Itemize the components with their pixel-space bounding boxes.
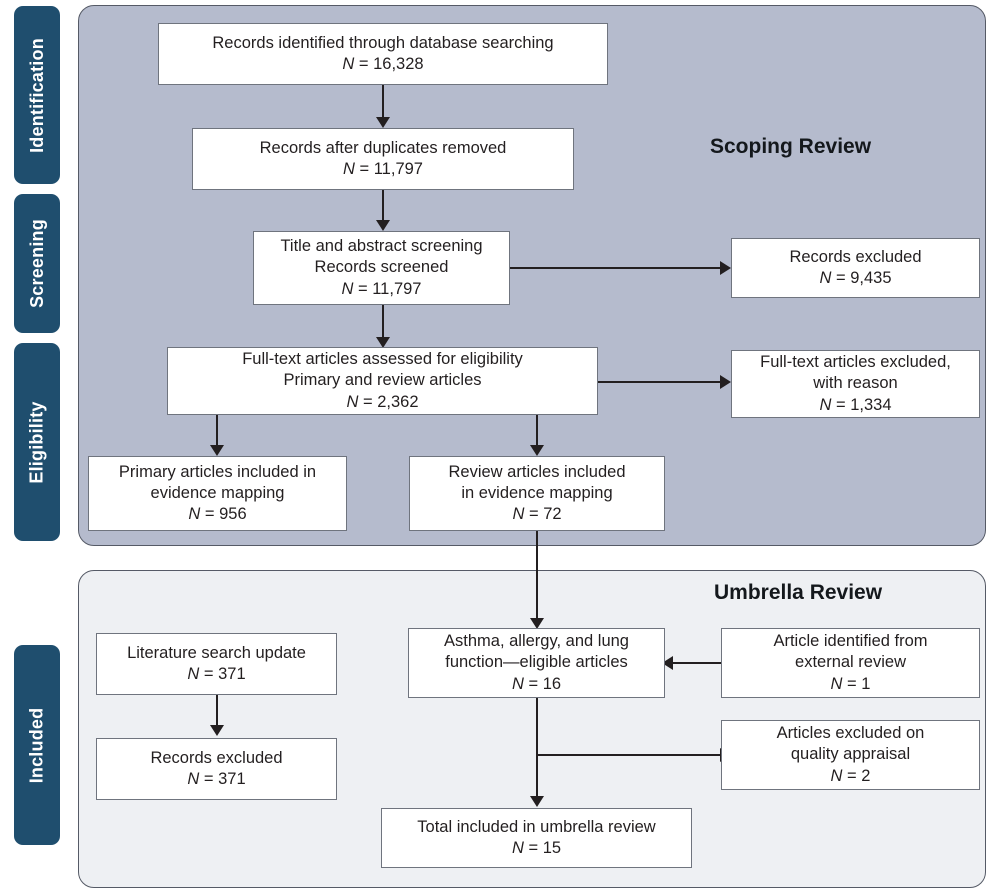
box-fulltext-excluded-n: N = 1,334 [819,395,892,414]
arrowhead-asthma-to-total [530,796,544,807]
box-literature-update: Literature search update N = 371 [96,633,337,695]
box-records-after-duplicates-line-0: Records after duplicates removed [259,138,507,157]
box-title-abstract-screening-line-0: Title and abstract screening [280,237,483,256]
arrowhead-screening-to-fulltext [376,337,390,348]
box-review-included-line-0: Review articles included [448,462,626,481]
box-excluded-quality-line-1: quality appraisal [790,745,911,764]
box-review-included: Review articles included in evidence map… [409,456,665,531]
connector-fulltext-to-review [536,415,538,447]
connector-duplicates-to-screening [382,190,384,222]
box-fulltext-excluded: Full-text articles excluded, with reason… [731,350,980,418]
connector-fulltext-to-excluded [598,381,722,383]
box-records-excluded-screening-line-0: Records excluded [789,247,922,266]
box-literature-update-line-0: Literature search update [127,643,306,662]
box-title-abstract-screening: Title and abstract screening Records scr… [253,231,510,305]
phase-tab-eligibility: Eligibility [14,343,60,541]
box-fulltext-assessed-line-0: Full-text articles assessed for eligibil… [242,350,523,369]
connector-screening-to-fulltext [382,305,384,339]
arrowhead-review-to-asthma [530,618,544,629]
arrowhead-fulltext-to-review [530,445,544,456]
box-records-excluded-update-n: N = 371 [187,770,246,788]
box-records-excluded-update: Records excluded N = 371 [96,738,337,800]
arrowhead-identified-to-duplicates [376,117,390,128]
box-primary-included-n: N = 956 [188,505,247,524]
arrowhead-fulltext-to-primary [210,445,224,456]
box-records-identified: Records identified through database sear… [158,23,608,85]
box-asthma-eligible-line-1: function—eligible articles [445,653,628,672]
connector-external-to-asthma [673,662,721,664]
connector-asthma-to-quality-excluded [537,754,722,756]
box-article-external-line-1: external review [795,653,906,672]
box-records-after-duplicates: Records after duplicates removed N = 11,… [192,128,574,190]
box-records-after-duplicates-n: N = 11,797 [343,160,423,178]
box-fulltext-excluded-line-1: with reason [813,374,898,393]
box-primary-included: Primary articles included in evidence ma… [88,456,347,531]
box-fulltext-excluded-line-0: Full-text articles excluded, [760,353,951,372]
box-fulltext-assessed: Full-text articles assessed for eligibil… [167,347,598,415]
box-article-external-line-0: Article identified from [773,632,928,651]
box-records-identified-n: N = 16,328 [342,55,424,73]
box-asthma-eligible-n: N = 16 [511,674,562,693]
box-asthma-eligible: Asthma, allergy, and lung function—eligi… [408,628,665,698]
connector-review-to-asthma [536,531,538,626]
panel-umbrella-review-title: Umbrella Review [714,581,883,604]
box-title-abstract-screening-line-1: Records screened [314,258,449,277]
box-title-abstract-screening-n: N = 11,797 [341,279,422,298]
box-excluded-quality-n: N = 2 [830,766,871,785]
connector-fulltext-to-primary [216,415,218,447]
box-total-included-n: N = 15 [511,839,562,857]
phase-tab-screening-label: Screening [26,219,47,308]
box-records-excluded-update-line-0: Records excluded [150,748,283,767]
box-total-included: Total included in umbrella review N = 15 [381,808,692,868]
arrowhead-update-to-excluded [210,725,224,736]
box-excluded-quality-line-0: Articles excluded on [776,724,925,743]
box-records-excluded-screening: Records excluded N = 9,435 [731,238,980,298]
arrowhead-fulltext-to-excluded [720,375,731,389]
box-review-included-line-1: in evidence mapping [461,483,613,502]
box-article-external-n: N = 1 [830,674,871,693]
phase-tab-included: Included [14,645,60,845]
connector-update-to-excluded [216,695,218,727]
phase-tab-eligibility-label: Eligibility [26,400,47,484]
box-fulltext-assessed-n: N = 2,362 [346,392,419,411]
box-fulltext-assessed-line-1: Primary and review articles [283,371,482,390]
connector-asthma-to-total [536,698,538,803]
connector-screening-to-excluded [510,267,722,269]
box-review-included-n: N = 72 [512,505,562,524]
box-records-excluded-screening-n: N = 9,435 [819,269,892,287]
box-literature-update-n: N = 371 [187,665,246,683]
panel-scoping-review-title: Scoping Review [710,135,872,158]
box-primary-included-line-1: evidence mapping [150,483,285,502]
box-excluded-quality: Articles excluded on quality appraisal N… [721,720,980,790]
phase-tab-identification: Identification [14,6,60,184]
arrowhead-screening-to-excluded [720,261,731,275]
connector-identified-to-duplicates [382,85,384,119]
box-records-identified-line-0: Records identified through database sear… [212,33,554,52]
phase-tab-screening: Screening [14,194,60,333]
box-article-external: Article identified from external review … [721,628,980,698]
arrowhead-duplicates-to-screening [376,220,390,231]
phase-tab-included-label: Included [26,707,47,783]
box-total-included-line-0: Total included in umbrella review [417,817,656,836]
box-asthma-eligible-line-0: Asthma, allergy, and lung [444,632,629,651]
box-primary-included-line-0: Primary articles included in [118,462,317,481]
arrowhead-external-to-asthma [662,656,673,670]
phase-tab-identification-label: Identification [26,37,47,153]
